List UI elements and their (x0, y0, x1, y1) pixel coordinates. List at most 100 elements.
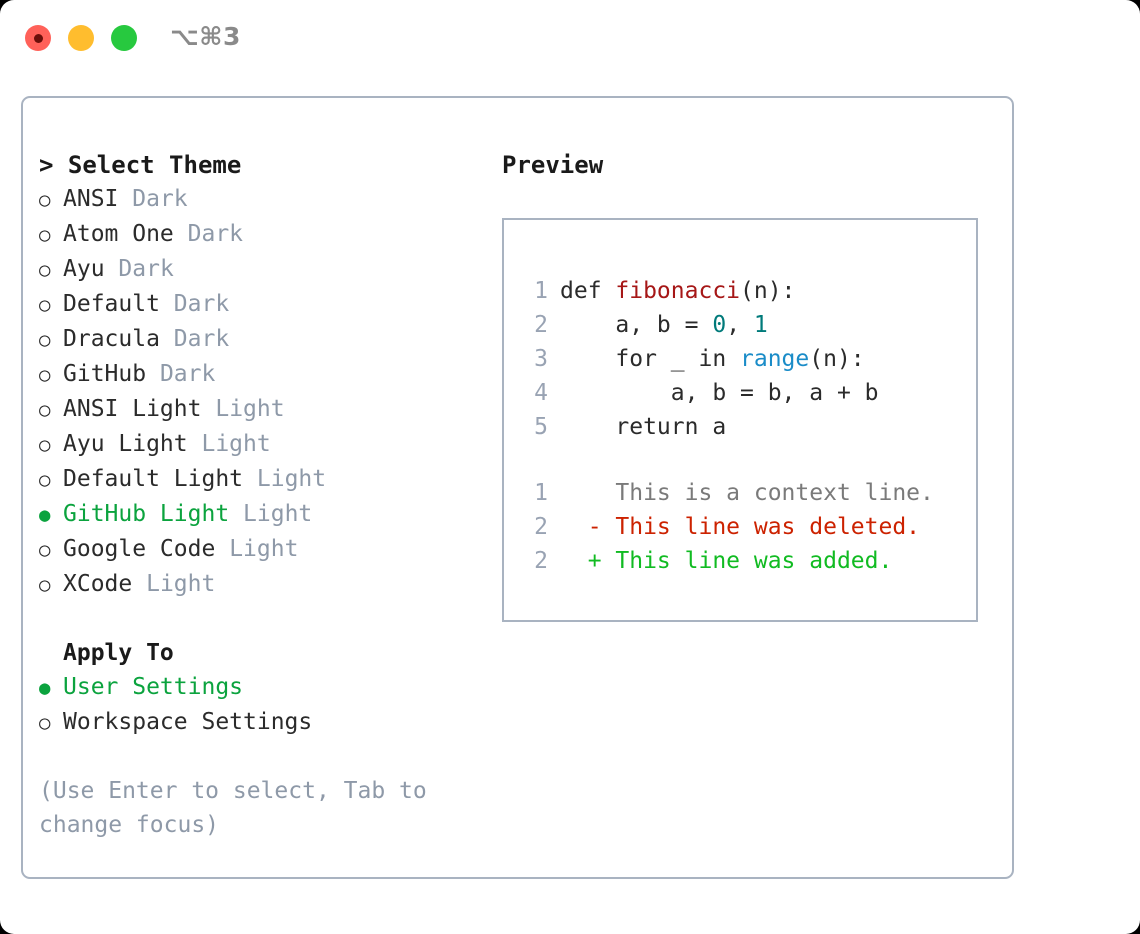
maximize-window-button[interactable] (111, 25, 137, 51)
radio-unselected-icon: ○ (39, 434, 51, 456)
code-token-builtin: range (740, 346, 810, 372)
theme-option-list: ○ANSI Dark○Atom One Dark○Ayu Dark○Defaul… (39, 182, 489, 602)
theme-option-google-code[interactable]: ○ Google Code Light (39, 532, 489, 567)
diff-line-context: 1 This is a context line. (522, 476, 966, 510)
radio-unselected-icon: ○ (39, 712, 51, 734)
keyboard-hint-text: (Use Enter to select, Tab to change focu… (39, 778, 427, 838)
title-bar: ⌥⌘3 (0, 0, 1140, 78)
label-gap (118, 182, 132, 216)
radio-unselected-icon: ○ (39, 469, 51, 491)
theme-option-label: Default Light (63, 466, 244, 492)
code-token-number: 0 (712, 312, 727, 338)
theme-option-default[interactable]: ○Default Dark (39, 287, 489, 322)
radio-unselected-icon: ○ (39, 294, 51, 316)
theme-option-label: Ayu (63, 256, 105, 282)
apply-to-bullet-placeholder: ○ (39, 636, 63, 670)
preview-code-area: 1 def fibonacci(n): 2 a, b = 0, 1 3 for _ i… (522, 274, 966, 578)
label-gap (243, 462, 257, 496)
radio-unselected-icon: ○ (39, 539, 51, 561)
label-gap (146, 357, 160, 391)
code-token-plain: a, b = (560, 312, 713, 338)
theme-option-xcode[interactable]: ○XCode Light (39, 567, 489, 602)
theme-option-label: Dracula (63, 326, 160, 352)
code-sample: 1 def fibonacci(n): 2 a, b = 0, 1 3 for _ i… (522, 274, 966, 444)
apply-to-option-user-settings[interactable]: ●User Settings (39, 670, 489, 705)
code-token-function: fibonacci (615, 278, 741, 304)
theme-option-github-light[interactable]: ● GitHub Light Light (39, 497, 489, 532)
code-line: 5 return a (522, 410, 966, 444)
line-number: 4 (534, 380, 548, 406)
theme-variant-badge: Dark (173, 291, 230, 317)
theme-variant-badge: Dark (173, 326, 230, 352)
label-gap (132, 567, 146, 601)
code-token-plain: a, b = b, a + b (560, 380, 879, 406)
theme-option-atom-one[interactable]: ○Atom One Dark (39, 217, 489, 252)
diff-text: This line was deleted. (601, 514, 921, 540)
theme-option-label: Atom One (63, 221, 174, 247)
select-theme-header: > Select Theme (39, 151, 242, 179)
theme-variant-badge: Light (201, 431, 271, 457)
theme-option-label: Ayu Light (63, 431, 188, 457)
theme-selection-column: > Select Theme ○ANSI Dark○Atom One Dark○… (39, 148, 489, 842)
label-gap (229, 497, 243, 531)
line-number: 2 (534, 312, 548, 338)
theme-option-label: ANSI Light (63, 396, 202, 422)
diff-text: This line was added. (601, 548, 893, 574)
code-token-number: 1 (753, 312, 768, 338)
code-diff-separator (522, 444, 966, 476)
diff-marker (560, 476, 602, 510)
theme-option-ansi-light[interactable]: ○ ANSI Light Light (39, 392, 489, 427)
apply-to-header-row: ○ Apply To (39, 636, 489, 670)
radio-unselected-icon: ○ (39, 329, 51, 351)
code-line: 4 a, b = b, a + b (522, 376, 966, 410)
code-line: 2 a, b = 0, 1 (522, 308, 966, 342)
close-window-button[interactable] (25, 25, 51, 51)
theme-option-ayu[interactable]: ○ Ayu Dark (39, 252, 489, 287)
keyboard-shortcut-label: ⌥⌘3 (170, 22, 241, 51)
radio-unselected-icon: ○ (39, 259, 51, 281)
theme-variant-badge: Light (215, 396, 285, 422)
label-gap (160, 287, 174, 321)
line-number: 2 (534, 514, 548, 540)
theme-variant-badge: Dark (187, 221, 244, 247)
theme-variant-badge: Light (243, 501, 313, 527)
radio-selected-icon: ● (39, 504, 51, 526)
theme-preview-box: 1 def fibonacci(n): 2 a, b = 0, 1 3 for _ i… (502, 218, 978, 622)
line-number: 2 (534, 548, 548, 574)
line-number: 1 (534, 278, 548, 304)
code-token-plain: def (560, 278, 616, 304)
theme-option-dracula[interactable]: ○ Dracula Dark (39, 322, 489, 357)
code-token-plain: (n): (740, 278, 796, 304)
theme-variant-badge: Dark (118, 256, 174, 282)
minimize-window-button[interactable] (68, 25, 94, 51)
theme-option-label: GitHub (63, 361, 147, 387)
line-number: 1 (534, 480, 548, 506)
theme-option-default-light[interactable]: ○ Default Light Light (39, 462, 489, 497)
theme-option-ansi[interactable]: ○ANSI Dark (39, 182, 489, 217)
radio-unselected-icon: ○ (39, 189, 51, 211)
line-number: 3 (534, 346, 548, 372)
label-gap (215, 532, 229, 566)
theme-variant-badge: Light (229, 536, 299, 562)
code-token-plain: , (726, 312, 754, 338)
section-spacer (39, 602, 489, 636)
theme-variant-badge: Dark (159, 361, 216, 387)
diff-sample: 1 This is a context line.2 - This line w… (522, 476, 966, 578)
diff-line-deleted: 2 - This line was deleted. (522, 510, 966, 544)
theme-option-label: XCode (63, 571, 133, 597)
label-gap (174, 217, 188, 251)
theme-option-label: GitHub Light (63, 501, 230, 527)
radio-unselected-icon: ○ (39, 574, 51, 596)
code-token-plain: for _ in (560, 346, 741, 372)
theme-option-label: Google Code (63, 536, 216, 562)
apply-to-option-workspace-settings[interactable]: ○Workspace Settings (39, 705, 489, 740)
traffic-light-buttons (25, 25, 137, 51)
theme-option-github[interactable]: ○GitHub Dark (39, 357, 489, 392)
apply-to-header: Apply To (63, 640, 174, 666)
theme-variant-badge: Light (256, 466, 327, 492)
theme-option-ayu-light[interactable]: ○ Ayu Light Light (39, 427, 489, 462)
label-gap (105, 252, 119, 286)
label-gap (160, 322, 174, 356)
radio-unselected-icon: ○ (39, 399, 51, 421)
theme-option-label: ANSI (63, 186, 119, 212)
